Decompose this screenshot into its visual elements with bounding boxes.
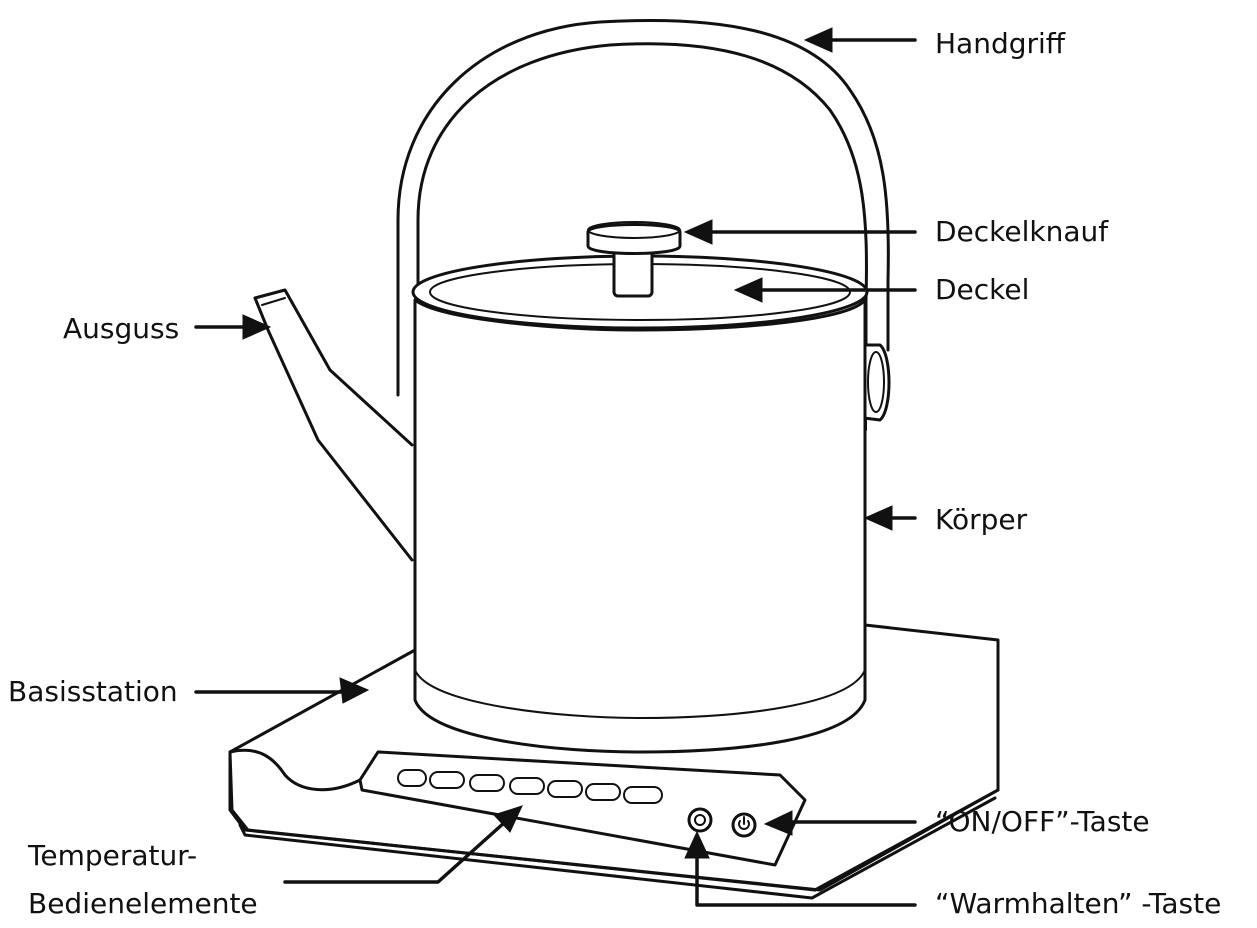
label-lid: Deckel <box>935 273 1030 306</box>
temperature-buttons <box>397 769 663 804</box>
label-base-station: Basisstation <box>8 675 178 708</box>
spout-drawing <box>253 288 414 562</box>
label-temperature-controls-line2: Bedienelemente <box>28 887 258 920</box>
label-on-off-button: “ON/OFF”-Taste <box>935 805 1150 838</box>
label-spout: Ausguss <box>63 312 180 345</box>
label-handle: Handgriff <box>935 27 1066 60</box>
label-temperature-controls-line1: Temperatur- <box>28 839 198 872</box>
keep-warm-button-drawing <box>687 807 713 833</box>
label-lid-knob: Deckelknauf <box>935 215 1109 248</box>
body-drawing <box>413 298 867 754</box>
pointer-arrows <box>194 27 917 907</box>
label-keep-warm-button: “Warmhalten” -Taste <box>935 887 1222 920</box>
lid-drawing <box>411 221 869 330</box>
label-body: Körper <box>935 503 1028 536</box>
